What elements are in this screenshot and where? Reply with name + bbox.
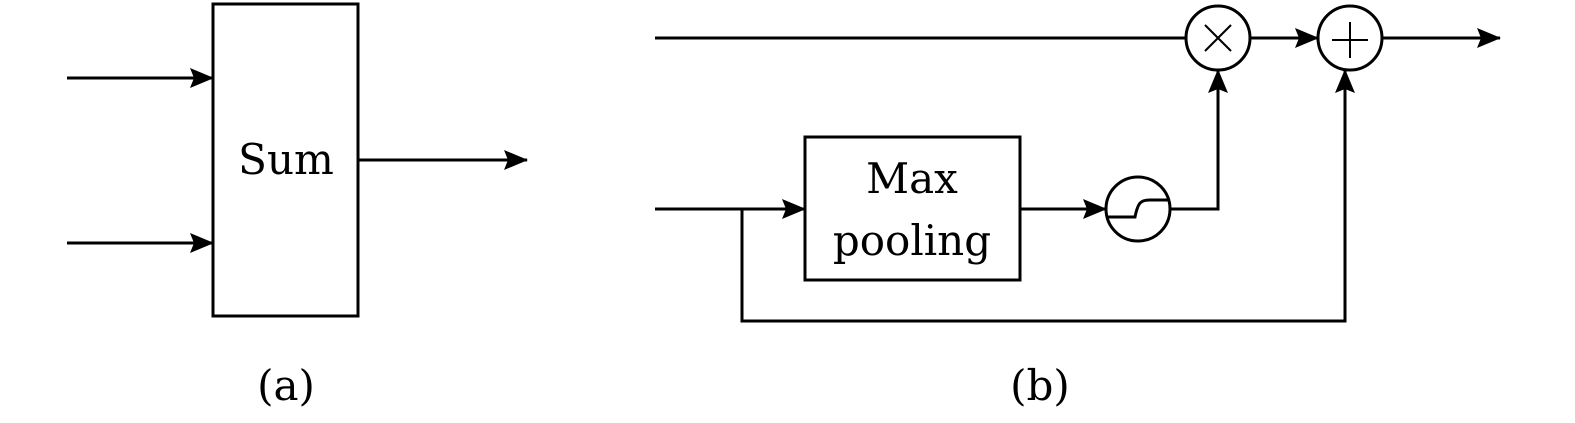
sigmoid-icon [1107, 198, 1168, 219]
panel-a: Sum (a) [67, 2, 528, 410]
pool-label-line1: Max [866, 154, 958, 203]
sigmoid-to-mult-arrow [1170, 69, 1228, 211]
caption-b: (b) [1010, 361, 1070, 410]
caption-a: (a) [257, 361, 315, 410]
panel-b: Max pooling (b) [655, 4, 1501, 410]
pool-label-line2: pooling [833, 216, 991, 265]
times-icon [1204, 24, 1232, 52]
skip-connection-arrow [740, 69, 1355, 323]
plus-icon [1332, 22, 1368, 58]
sum-label: Sum [238, 135, 334, 184]
